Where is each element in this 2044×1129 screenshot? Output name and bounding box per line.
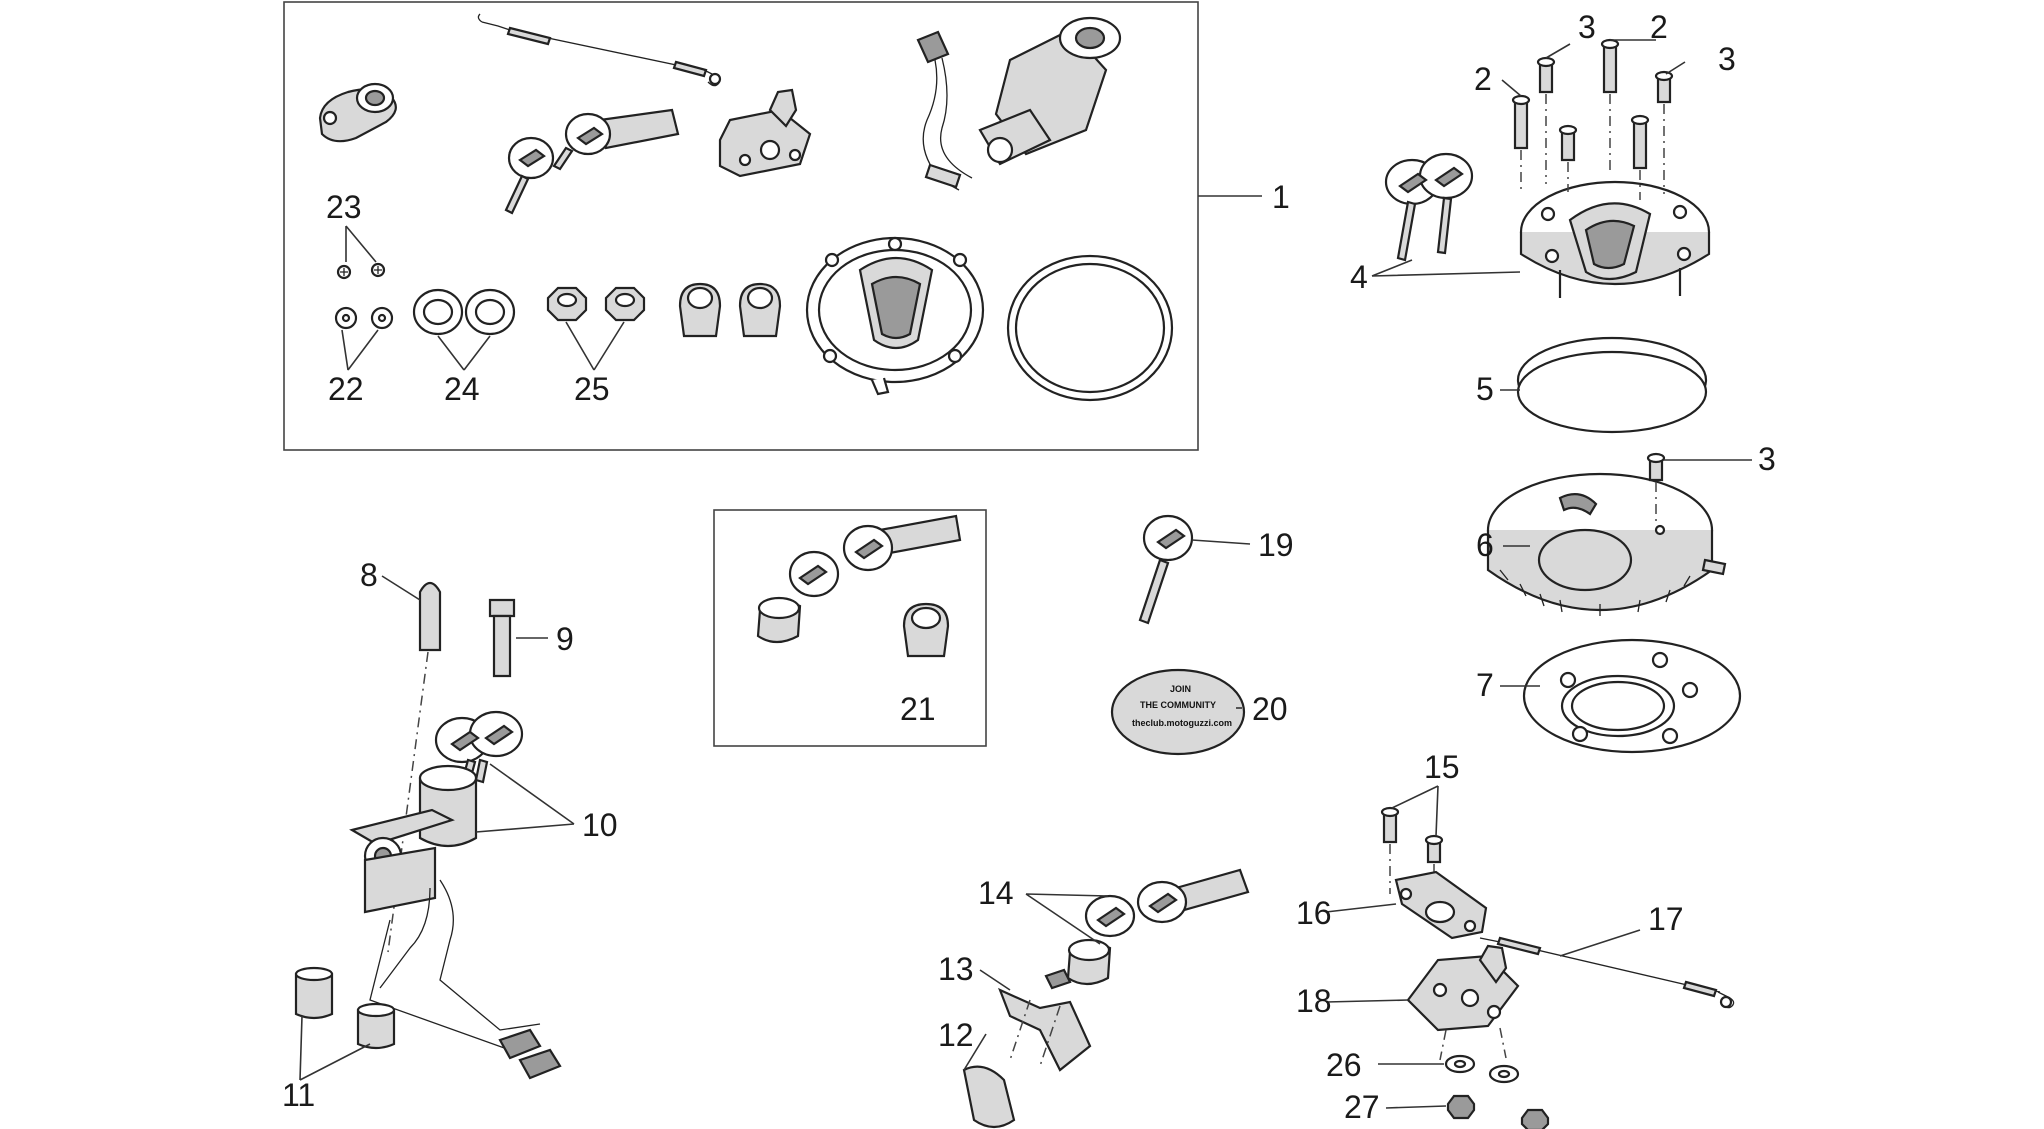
kit-box-1	[283, 1, 1199, 451]
patch-text-2: THE COMMUNITY	[1140, 700, 1216, 710]
base-plate-7	[1522, 638, 1742, 754]
callout-27: 27	[1344, 1089, 1380, 1125]
keys-4	[1384, 152, 1474, 262]
lock-bracket-kit1	[718, 88, 812, 178]
lock-washers-24	[412, 288, 516, 336]
callout-12: 12	[938, 1017, 974, 1053]
callout-6: 6	[1476, 527, 1494, 563]
cap-housing-6	[1486, 472, 1727, 616]
lock-cylinder-kit21	[902, 602, 950, 658]
callout-23: 23	[326, 189, 362, 225]
callout-7: 7	[1476, 667, 1494, 703]
callout-17: 17	[1648, 901, 1684, 937]
bolt-3-lower	[1646, 452, 1666, 526]
ignition-switch-kit1	[916, 16, 1122, 191]
callout-20: 20	[1252, 691, 1288, 727]
callout-15: 15	[1424, 749, 1460, 785]
callout-2b: 2	[1650, 9, 1668, 45]
callout-21: 21	[900, 691, 936, 727]
release-cable-top	[477, 13, 722, 87]
screws-23	[336, 262, 386, 280]
callout-11: 11	[282, 1077, 315, 1113]
callout-3b: 3	[1718, 41, 1736, 77]
gasket-ring-kit1	[1006, 254, 1174, 402]
callout-4: 4	[1350, 259, 1368, 295]
callout-14: 14	[978, 875, 1014, 911]
plate-16	[1394, 870, 1488, 940]
key-lock-14	[1044, 868, 1250, 990]
callout-10: 10	[582, 807, 618, 843]
lock-cylinders-kit1	[678, 282, 782, 338]
fuel-cap-kit1	[805, 236, 985, 396]
patch-20: JOIN THE COMMUNITY theclub.motoguzzi.com	[1110, 668, 1246, 756]
nuts-25	[546, 286, 646, 322]
key-19	[1138, 514, 1194, 625]
lock-18	[1406, 944, 1520, 1061]
bolts-15	[1380, 806, 1444, 904]
callout-5: 5	[1476, 371, 1494, 407]
callout-9: 9	[556, 621, 574, 657]
callout-labels: 1 2 2 3 3 3 4 5 6 7 8 9 10 11 12 13 14 1…	[282, 9, 1776, 1125]
bolt-9	[488, 598, 516, 678]
plugs-11	[294, 966, 396, 1050]
callout-13: 13	[938, 951, 974, 987]
washers-26	[1444, 1054, 1520, 1084]
fuel-cap-assembly	[1519, 180, 1711, 298]
bolts-2-3	[1511, 38, 1674, 200]
kit-box-21	[713, 509, 987, 747]
cable-17	[1479, 936, 1735, 1009]
clip-12	[962, 1065, 1016, 1129]
callout-2a: 2	[1474, 61, 1492, 97]
callout-26: 26	[1326, 1047, 1362, 1083]
nuts-27	[1446, 1094, 1550, 1129]
ignition-switch-10	[349, 764, 562, 1080]
callout-8: 8	[360, 557, 378, 593]
pin-8	[387, 581, 442, 953]
callout-1: 1	[1272, 179, 1290, 215]
callout-19: 19	[1258, 527, 1294, 563]
patch-text-1: JOIN	[1170, 684, 1191, 694]
seat-lock-barrel	[318, 82, 397, 143]
washers-22	[334, 306, 394, 330]
leader-lines	[299, 39, 1752, 1109]
callout-3c: 3	[1758, 441, 1776, 477]
bracket-13	[998, 987, 1092, 1072]
key-lock-kit21	[756, 514, 962, 644]
callout-22: 22	[328, 371, 364, 407]
callout-3a: 3	[1578, 9, 1596, 45]
callout-18: 18	[1296, 983, 1332, 1019]
gasket-5	[1516, 336, 1708, 434]
key-pair-kit1	[504, 108, 680, 215]
patch-text-3: theclub.motoguzzi.com	[1132, 718, 1232, 728]
callout-24: 24	[444, 371, 480, 407]
callout-16: 16	[1296, 895, 1332, 931]
callout-25: 25	[574, 371, 610, 407]
